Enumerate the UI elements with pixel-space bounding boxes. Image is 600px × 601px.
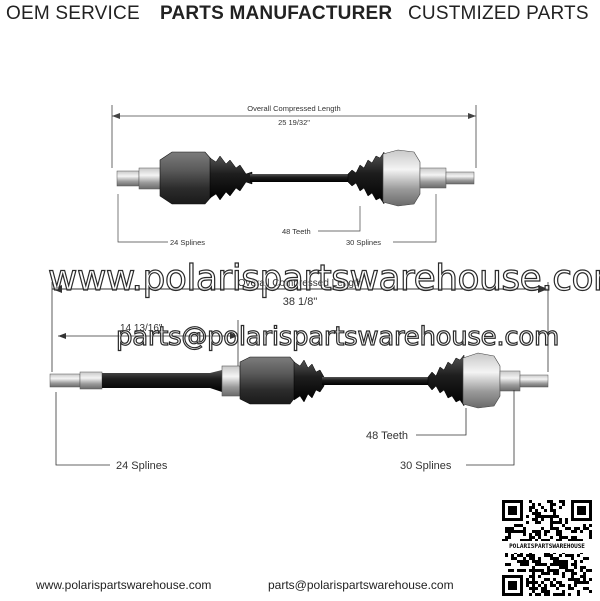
watermark-email: parts@polarispartswarehouse.com: [115, 321, 559, 352]
top-left-splines-callout: [117, 194, 168, 243]
footer-website: www.polarispartswarehouse.com: [36, 578, 212, 592]
top-length-label: Overall Compressed Length: [247, 104, 340, 113]
header-banner: OEM SERVICE PARTS MANUFACTURER CUSTMIZED…: [0, 0, 600, 30]
top-right-spline-stub: [445, 171, 475, 185]
bottom-right-boot: [427, 354, 465, 407]
bottom-left-splines-callout: [55, 392, 110, 466]
bottom-axle: Overall Compressed Length 38 1/8" 14 13/…: [49, 278, 549, 472]
top-right-collar: [419, 167, 447, 189]
arrow-right-icon: [538, 285, 548, 293]
bottom-teeth-callout: [416, 408, 467, 436]
top-left-cv-housing: [159, 151, 213, 205]
bottom-left-cv-housing: [239, 356, 297, 405]
top-left-boot: [209, 155, 253, 201]
bottom-right-cv-housing: [462, 352, 501, 409]
watermark-website: www.polarispartswarehouse.com: [47, 257, 600, 299]
arrow-left-icon: [112, 113, 120, 119]
bottom-teeth-label: 48 Teeth: [366, 430, 408, 442]
top-left-splines-label: 24 Splines: [170, 238, 205, 247]
bottom-right-splines-label: 30 Splines: [400, 460, 452, 472]
bottom-length-value: 38 1/8": [283, 296, 318, 308]
bottom-left-splines-label: 24 Splines: [116, 460, 168, 472]
top-length-value: 25 19/32": [278, 118, 310, 127]
bottom-left-spline-stub: [49, 373, 81, 388]
inner-length-value: 14 13/16": [120, 323, 163, 334]
arrow-right-icon: [230, 333, 238, 339]
top-left-collar: [138, 167, 162, 190]
bottom-right-splines-callout: [466, 390, 515, 466]
parts-manufacturer-text: PARTS MANUFACTURER: [160, 3, 393, 24]
bottom-left-boot: [293, 359, 325, 403]
arrow-left-icon: [58, 333, 66, 339]
bottom-axle-bar: [322, 377, 430, 385]
top-axle-bar: [250, 174, 350, 182]
arrow-right-icon: [468, 113, 476, 119]
bottom-support-bearing: [221, 365, 241, 397]
qr-code-label: POLARISPARTSWAREHOUSE: [502, 541, 592, 553]
top-right-cv-housing: [382, 149, 421, 207]
top-axle: Overall Compressed Length 25 19/32" 24 S…: [111, 104, 477, 247]
bottom-right-collar: [499, 370, 521, 392]
top-right-boot: [347, 151, 385, 205]
top-right-splines-callout: [393, 194, 437, 243]
footer-email: parts@polarispartswarehouse.com: [268, 578, 454, 592]
arrow-left-icon: [52, 285, 62, 293]
bottom-length-label: Overall Compressed Length: [238, 278, 363, 289]
oem-service-text: OEM SERVICE: [6, 3, 140, 24]
bottom-right-spline-stub: [519, 374, 549, 388]
top-right-splines-label: 30 Splines: [346, 238, 381, 247]
top-teeth-callout: [318, 206, 361, 232]
bottom-intermediate-shaft: [102, 370, 222, 392]
top-teeth-label: 48 Teeth: [282, 227, 311, 236]
customized-parts-text: CUSTMIZED PARTS: [408, 3, 589, 24]
bottom-left-collar: [79, 371, 103, 390]
top-left-spline-stub: [116, 170, 140, 187]
